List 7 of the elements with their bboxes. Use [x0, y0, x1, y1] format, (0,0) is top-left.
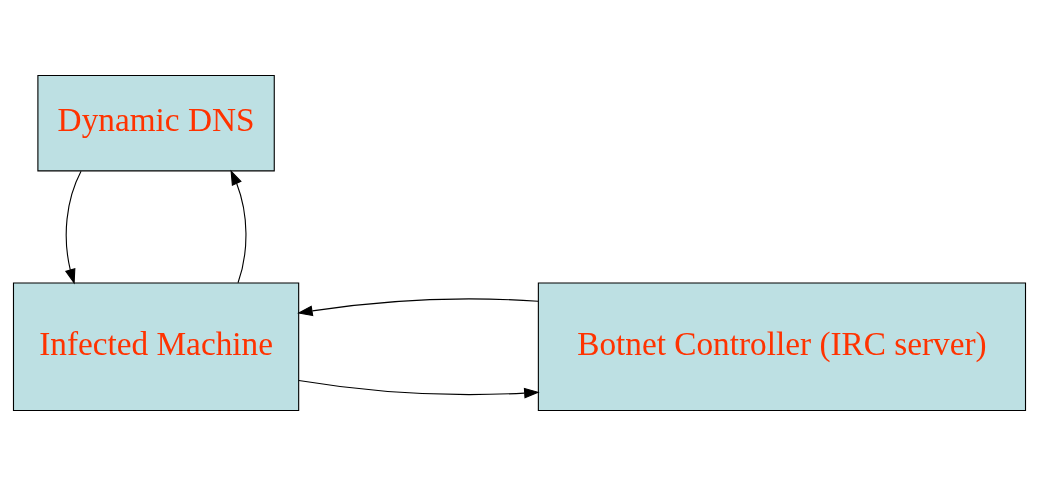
- arrow: [297, 379, 540, 399]
- node-box: Dynamic DNS: [36, 74, 275, 172]
- node-box: Botnet Controller (IRC server): [537, 282, 1026, 412]
- arrow: [64, 170, 82, 285]
- arrow: [296, 298, 539, 317]
- arrow: [229, 169, 246, 284]
- node-box: Infected Machine: [12, 282, 299, 412]
